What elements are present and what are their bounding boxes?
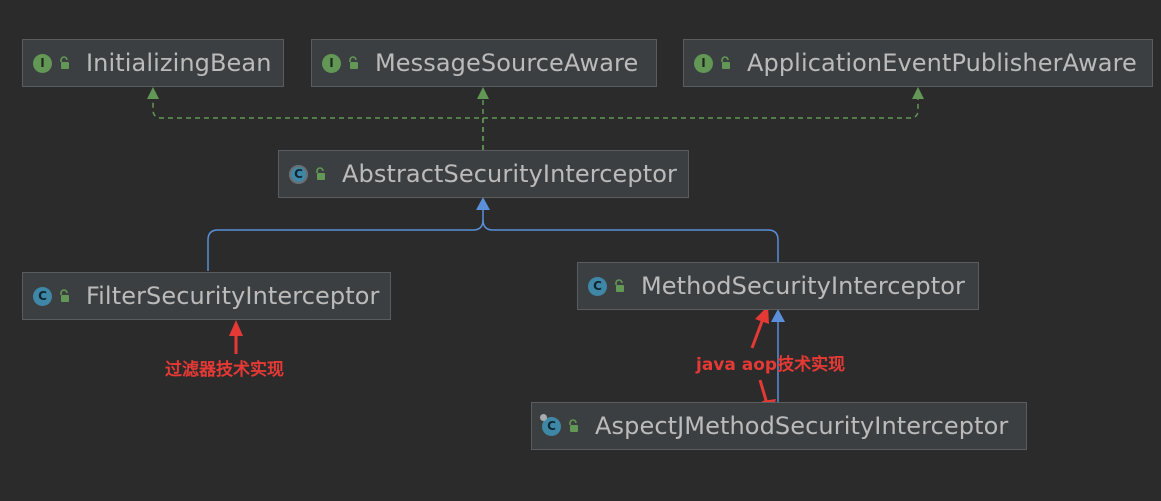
- node-label: MessageSourceAware: [375, 49, 639, 77]
- node-label: FilterSecurityInterceptor: [86, 282, 380, 310]
- node-label: ApplicationEventPublisherAware: [747, 49, 1137, 77]
- node-label: InitializingBean: [86, 49, 272, 77]
- extends-edges: [207, 208, 779, 402]
- arrowhead-method-security: [771, 309, 785, 322]
- abstract-class-icon: C: [289, 164, 308, 184]
- node-filter-security-interceptor[interactable]: C FilterSecurityInterceptor: [22, 272, 391, 320]
- interface-icon: I: [33, 53, 52, 73]
- edge-extends-method-security: [482, 219, 779, 262]
- interface-icon: I: [322, 53, 341, 73]
- static-marker-icon: [540, 413, 547, 421]
- node-method-security-interceptor[interactable]: C MethodSecurityInterceptor: [577, 262, 979, 310]
- edge-extends-filter-security: [207, 208, 484, 271]
- node-label: MethodSecurityInterceptor: [641, 272, 966, 300]
- arrowhead-app-event-publisher-aware: [912, 87, 924, 99]
- node-abstract-security-interceptor[interactable]: C AbstractSecurityInterceptor: [278, 150, 689, 198]
- edge-implements-app-event-publisher-aware: [483, 97, 919, 119]
- node-initializing-bean[interactable]: I InitializingBean: [22, 39, 284, 87]
- node-message-source-aware[interactable]: I MessageSourceAware: [311, 39, 657, 87]
- public-lock-icon: [60, 56, 69, 69]
- arrowhead-abstract-security: [476, 197, 490, 210]
- node-application-event-publisher-aware[interactable]: I ApplicationEventPublisherAware: [683, 39, 1153, 87]
- implements-edges: [152, 97, 919, 150]
- arrowhead-initializing-bean: [147, 87, 159, 99]
- extends-arrowheads: [476, 197, 785, 322]
- public-lock-icon: [349, 56, 358, 69]
- public-lock-icon: [60, 289, 69, 302]
- node-label: AspectJMethodSecurityInterceptor: [595, 412, 1009, 440]
- aop-note-arrowhead-up: [755, 306, 769, 324]
- edge-implements-initializing-bean: [152, 97, 484, 150]
- node-aspectj-method-security-interceptor[interactable]: C AspectJMethodSecurityInterceptor: [531, 402, 1027, 450]
- public-lock-icon: [569, 419, 578, 432]
- class-icon: C: [588, 276, 607, 296]
- class-icon: C: [540, 413, 561, 436]
- node-label: AbstractSecurityInterceptor: [342, 160, 677, 188]
- annotation-arrows: [234, 315, 770, 408]
- arrowhead-message-source-aware: [477, 87, 489, 99]
- annotation-aop-technique: java aop技术实现: [696, 355, 846, 375]
- annotation-arrowheads: [229, 306, 776, 416]
- public-lock-icon: [316, 167, 325, 180]
- public-lock-icon: [721, 56, 730, 69]
- class-icon: C: [33, 286, 52, 306]
- interface-icon: I: [694, 53, 713, 73]
- filter-note-arrowhead: [229, 320, 243, 336]
- annotation-filter-technique: 过滤器技术实现: [165, 360, 284, 380]
- public-lock-icon: [615, 279, 624, 292]
- implements-arrowheads: [147, 87, 924, 99]
